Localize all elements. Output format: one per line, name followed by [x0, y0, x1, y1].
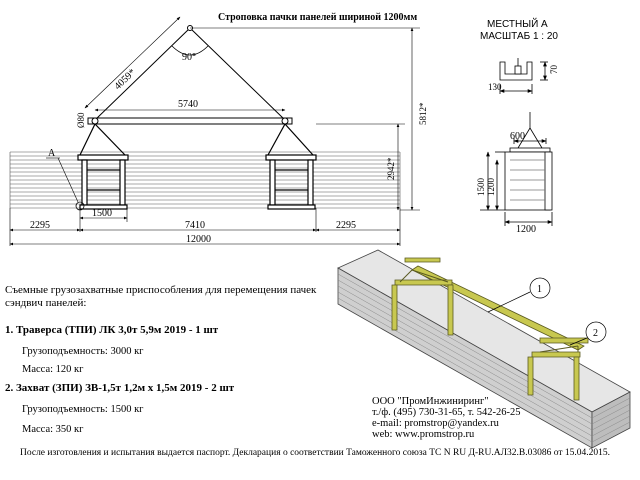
side-width-label: 1200 — [516, 224, 536, 235]
company-web: web: www.promstrop.ru — [372, 429, 475, 440]
item-1-capacity: Грузоподъемность: 3000 кг — [22, 346, 144, 357]
side-h1-label: 1500 — [476, 178, 486, 197]
local-view-scale: МАСШТАБ 1 : 20 — [480, 31, 558, 42]
item-2-mass: Масса: 350 кг — [22, 424, 84, 435]
grab-left — [77, 123, 129, 210]
footer-note: После изготовления и испытания выдается … — [20, 448, 611, 458]
local-view-detail — [499, 58, 548, 94]
length-dims — [9, 208, 401, 246]
panel-stack-3d — [337, 249, 631, 449]
item-1-name: 1. Траверса (ТПИ) ЛК 3,0т 5,9м 2019 - 1 … — [5, 324, 219, 336]
item-1-mass: Масса: 120 кг — [22, 364, 84, 375]
callout-2-label: 2 — [593, 328, 598, 339]
item-2-capacity: Грузоподъемность: 1500 кг — [22, 404, 144, 415]
grab-3d-slings — [399, 269, 579, 353]
grip-width-label: 1500 — [92, 208, 112, 219]
total-length-label: 12000 — [186, 234, 211, 245]
span-label: 7410 — [185, 220, 205, 231]
height-total-label: 5812* — [418, 102, 428, 125]
side-grip-label: 600 — [510, 131, 525, 142]
diameter-label: Ø80 — [76, 112, 86, 128]
grab-right — [265, 123, 317, 210]
drawing-title: Строповка пачки панелей шириной 1200мм — [218, 12, 417, 23]
company-phone: т./ф. (495) 730-31-65, т. 542-26-25 — [372, 407, 521, 418]
side-view — [480, 112, 553, 226]
angle-label: 90° — [182, 52, 196, 63]
callout-1-label: 1 — [537, 284, 542, 295]
height-load-label: 2942* — [386, 157, 396, 180]
detail-marker-label: A — [48, 148, 56, 159]
item-2-name: 2. Захват (ЗПИ) ЗВ-1,5т 1,2м х 1,5м 2019… — [5, 382, 235, 394]
traverse-beam — [87, 117, 293, 125]
side-h2-label: 1200 — [486, 178, 496, 197]
height-dims — [190, 27, 420, 211]
left-offset-label: 2295 — [30, 220, 50, 231]
panel-stack-elevation — [9, 151, 401, 209]
beam-length-label: 5740 — [178, 99, 198, 110]
callout-2 — [569, 321, 607, 346]
local-view-title: МЕСТНЫЙ А — [487, 17, 548, 30]
intro-text: Съемные грузозахватные приспособления дл… — [5, 284, 317, 309]
right-offset-label: 2295 — [336, 220, 356, 231]
traverse-3d — [391, 257, 589, 401]
company-name: ООО "ПромИнжиниринг" — [372, 396, 489, 407]
sling-length-label: 4059* — [112, 67, 138, 92]
company-email: e-mail: promstrop@yandex.ru — [372, 418, 499, 429]
callout-1 — [487, 277, 551, 313]
local-dim-top: 70 — [549, 65, 559, 75]
local-dim-side: 130 — [488, 82, 502, 92]
